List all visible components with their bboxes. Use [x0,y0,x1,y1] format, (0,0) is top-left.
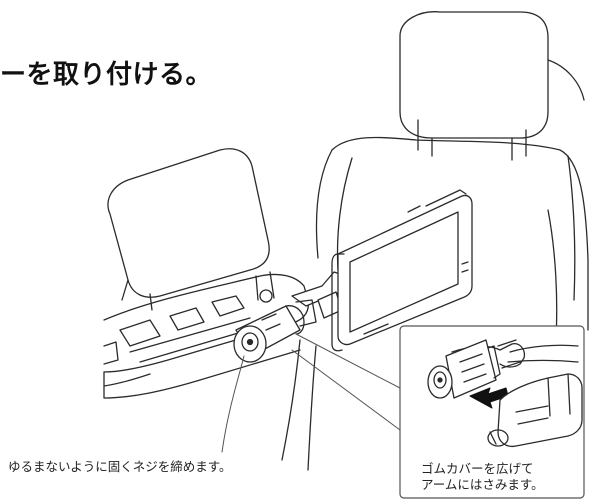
monitor [331,189,473,352]
cover-caption: ゴムカバーを広げて アームにはさみます。 [421,461,544,493]
callout-line-bottom [291,349,401,431]
seat-top [103,271,310,399]
cover-caption-line-1: ゴムカバーを広げて [421,461,534,476]
callout-line-top [295,333,401,389]
right-seatback [281,136,589,471]
right-headrest [399,11,585,161]
screw-caption: ゆるまないように固くネジを締めます。 [8,459,232,474]
left-headrest [107,148,270,311]
detail-arm-joint [427,339,579,399]
section-heading: ーを取り付ける。 [0,60,213,90]
arm-joint [233,305,305,363]
screw-leader-line [221,355,245,453]
cover-caption-line-2: アームにはさみます。 [421,477,544,492]
push-arrow-icon [469,387,509,409]
rubber-cover [487,373,583,448]
